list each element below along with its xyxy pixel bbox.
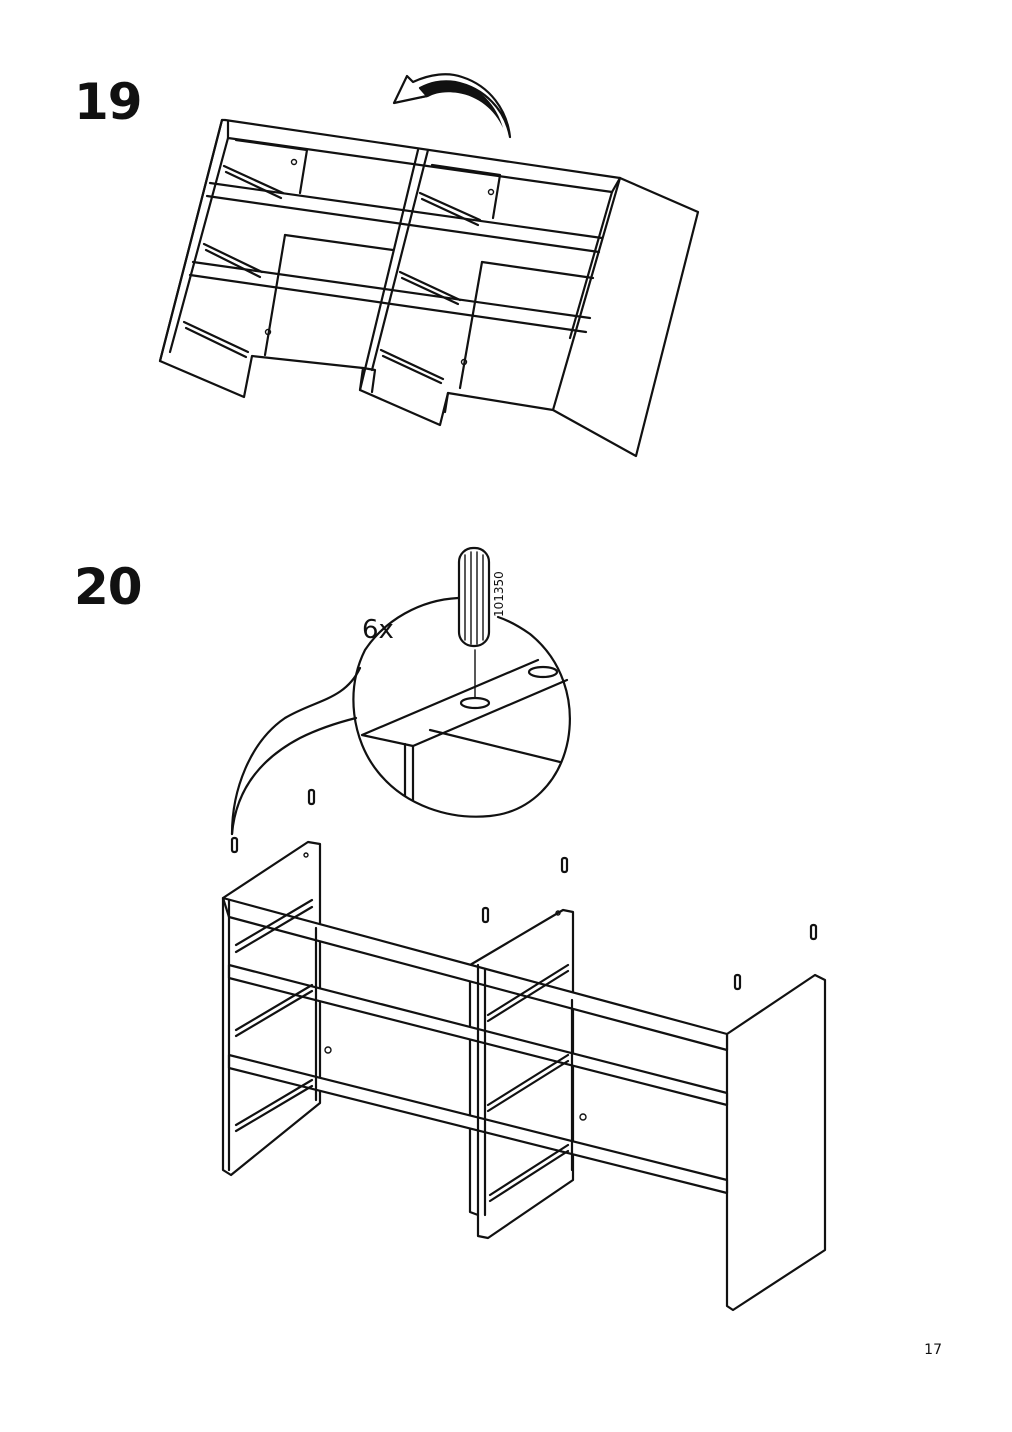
step-20-illustration: 6x 101350 — [221, 546, 827, 1312]
rotate-arrow-icon — [392, 73, 512, 139]
page-number: 17 — [924, 1342, 942, 1358]
step-19-illustration — [158, 73, 700, 458]
step-19-number: 19 — [74, 73, 143, 131]
dowel-part-number: 101350 — [492, 571, 506, 617]
dowel-quantity: 6x — [362, 615, 394, 645]
magnifier-callout — [230, 596, 571, 836]
step-20-number: 20 — [74, 558, 143, 616]
wooden-dowel-icon — [457, 546, 491, 648]
